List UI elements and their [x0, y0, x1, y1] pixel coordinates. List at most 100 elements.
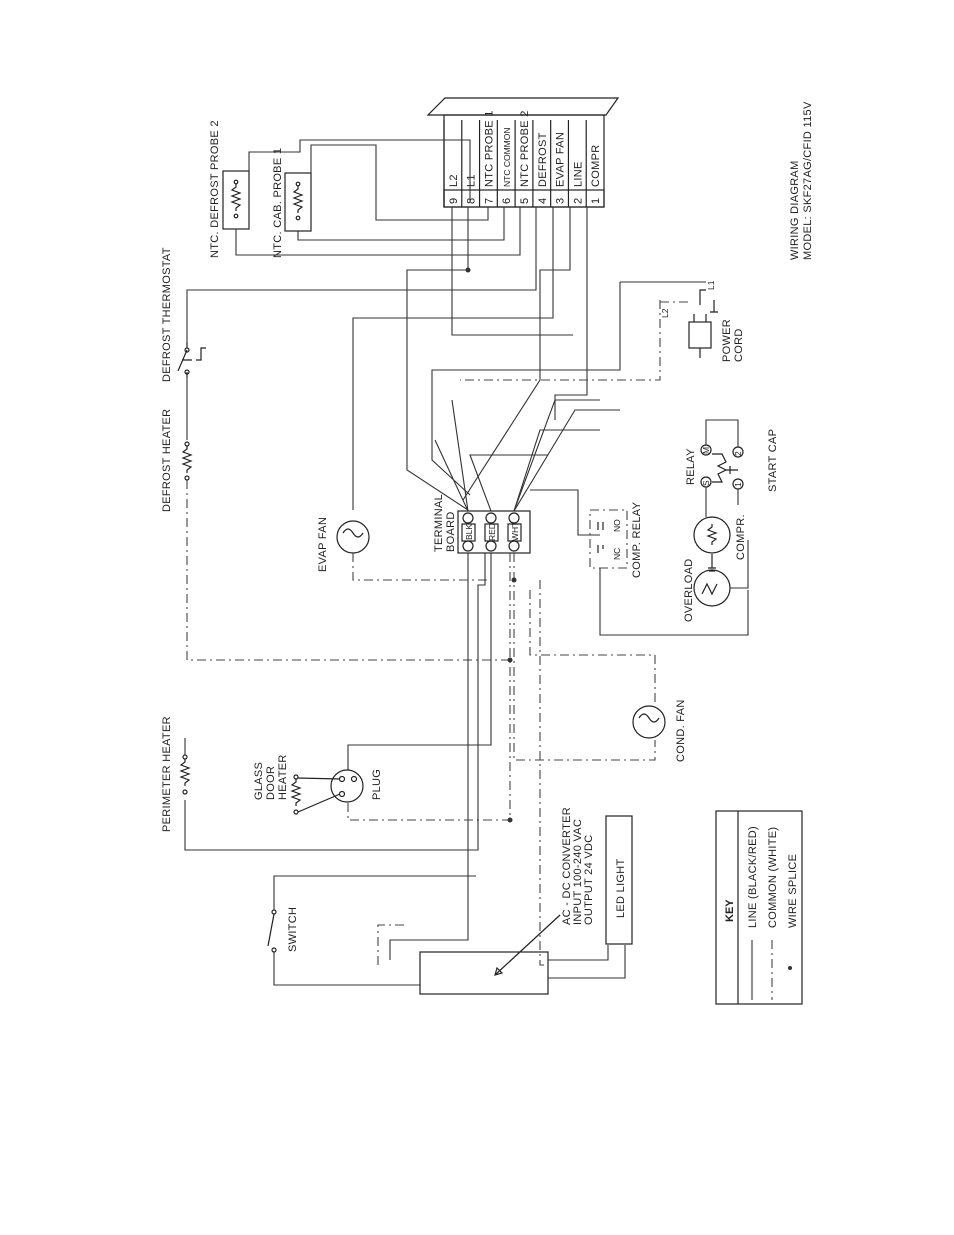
wire-evap-fan [352, 207, 554, 510]
plug [297, 769, 364, 813]
terminal-board [457, 510, 531, 554]
thermostat-contact [182, 342, 192, 378]
key-entry-splice: WIRE SPLICE [787, 854, 799, 928]
svg-text:BOARD: BOARD [445, 511, 457, 552]
terminal-tag-wht: WHT [510, 522, 520, 541]
glass-door-heater [290, 774, 302, 815]
ac-dc-converter [377, 914, 626, 995]
terminal-tag-red: RED [487, 523, 497, 541]
overload [693, 569, 731, 607]
terminal-label: L2 [448, 174, 460, 187]
overload-label: OVERLOAD [683, 558, 695, 622]
svg-text:GLASS: GLASS [253, 762, 265, 800]
converter-box [419, 951, 549, 995]
cond-fan [632, 705, 666, 739]
led-light [605, 815, 633, 945]
terminal-number: 2 [572, 198, 584, 204]
wire-probe1-a [310, 144, 489, 221]
wire-tb-condfan-b [529, 590, 656, 705]
wire-line [462, 207, 571, 501]
switch [267, 875, 476, 986]
wire-power-l1 [431, 282, 621, 496]
comp-relay-no: NO [612, 519, 622, 532]
ntc-cab-probe-1 [284, 172, 312, 232]
comp-relay-nc: NC [612, 548, 622, 560]
splice-dot [465, 267, 471, 273]
wire-compr [554, 207, 588, 420]
resistor-icon [181, 446, 193, 473]
power-cord-label: POWER CORD [721, 319, 745, 362]
evap-fan [336, 520, 370, 554]
wire-power-l2 [460, 300, 661, 381]
splice-dot [511, 577, 517, 583]
wire-tb-plug [347, 553, 492, 770]
terminal-tag-blk: BLK [464, 524, 474, 540]
evap-fan-label: EVAP FAN [317, 517, 329, 572]
wire-tb-condfan [513, 553, 656, 761]
fan-motor-icon [336, 520, 370, 554]
relay-pin-m: M [701, 447, 711, 454]
compr-label: COMPR. [735, 514, 747, 560]
terminal-label: DEFROST [537, 132, 549, 187]
wire-evap-fan-common [352, 553, 490, 581]
ntc-cab-probe-1-label: NTC. CAB. PROBE 1 [272, 148, 284, 258]
resistor-icon [292, 186, 304, 213]
ntc-defrost-probe-2-label: NTC. DEFROST PROBE 2 [209, 120, 221, 258]
terminal-number: 9 [448, 198, 460, 204]
wire-probe1-b [297, 207, 505, 241]
svg-text:TERMINAL: TERMINAL [433, 494, 445, 552]
terminal-label: NTC PROBE 2 [519, 110, 531, 187]
terminal-number: 5 [519, 198, 531, 204]
compressor [693, 516, 731, 572]
wire-probe2-a [248, 139, 471, 202]
title-line-2: MODEL: SKF27AG/CFID 115V [802, 101, 814, 260]
comp-relay [589, 509, 628, 569]
svg-text:AC - DC CONVERTER: AC - DC CONVERTER [561, 807, 573, 925]
key-legend [715, 810, 803, 1005]
relay-label: RELAY [685, 448, 697, 485]
svg-text:HEATER: HEATER [277, 754, 289, 800]
power-l2-label: L2 [660, 308, 670, 318]
svg-text:OUTPUT 24 VDC: OUTPUT 24 VDC [583, 835, 595, 926]
terminal-number: 8 [466, 198, 478, 204]
terminal-board-label: TERMINAL BOARD [433, 494, 457, 552]
wire-l2 [451, 207, 573, 336]
thermostat-symbol [196, 347, 206, 361]
comp-relay-label: COMP. RELAY [631, 501, 643, 578]
terminal-label: NTC COMMON [502, 128, 512, 188]
terminal-label: COMPR [590, 145, 602, 187]
defrost-heater [181, 441, 193, 481]
terminal-number: 3 [555, 198, 567, 204]
ntc-defrost-probe-2 [222, 170, 250, 230]
cond-fan-label: COND. FAN [675, 699, 687, 762]
key-entry-common: COMMON (WHITE) [767, 827, 779, 928]
overload-icon [693, 569, 731, 607]
terminal-number: 6 [501, 198, 513, 204]
terminal-label: EVAP FAN [555, 132, 567, 187]
wire-relay-overload [599, 568, 749, 636]
wire-tb-plug-common [347, 553, 511, 821]
power-cord-icon [660, 289, 718, 358]
switch-label: SWITCH [287, 907, 299, 952]
defrost-thermostat-label: DEFROST THERMOSTAT [161, 247, 173, 382]
start-cap-label: START CAP [767, 429, 779, 492]
power-l1-label: L1 [706, 280, 716, 290]
diagram-title: WIRING DIAGRAM MODEL: SKF27AG/CFID 115V [789, 101, 814, 260]
fan-motor-icon [632, 705, 666, 739]
wire-tb-converter [389, 553, 469, 960]
key-title: KEY [724, 899, 736, 922]
resistor-icon [290, 779, 302, 806]
plug-icon [330, 769, 364, 803]
perimeter-heater [179, 738, 191, 795]
splice-dot [507, 817, 513, 823]
led-light-label: LED LIGHT [615, 858, 627, 918]
resistor-icon [179, 759, 191, 786]
key-box [715, 810, 803, 1005]
terminal-label: NTC PROBE 1 [483, 110, 495, 187]
converter-label: AC - DC CONVERTER INPUT 100-240 VAC OUTP… [561, 807, 595, 925]
compressor-icon [693, 516, 731, 554]
terminal-label: LINE [572, 161, 584, 187]
wire-defrost-heater-common [186, 480, 510, 661]
